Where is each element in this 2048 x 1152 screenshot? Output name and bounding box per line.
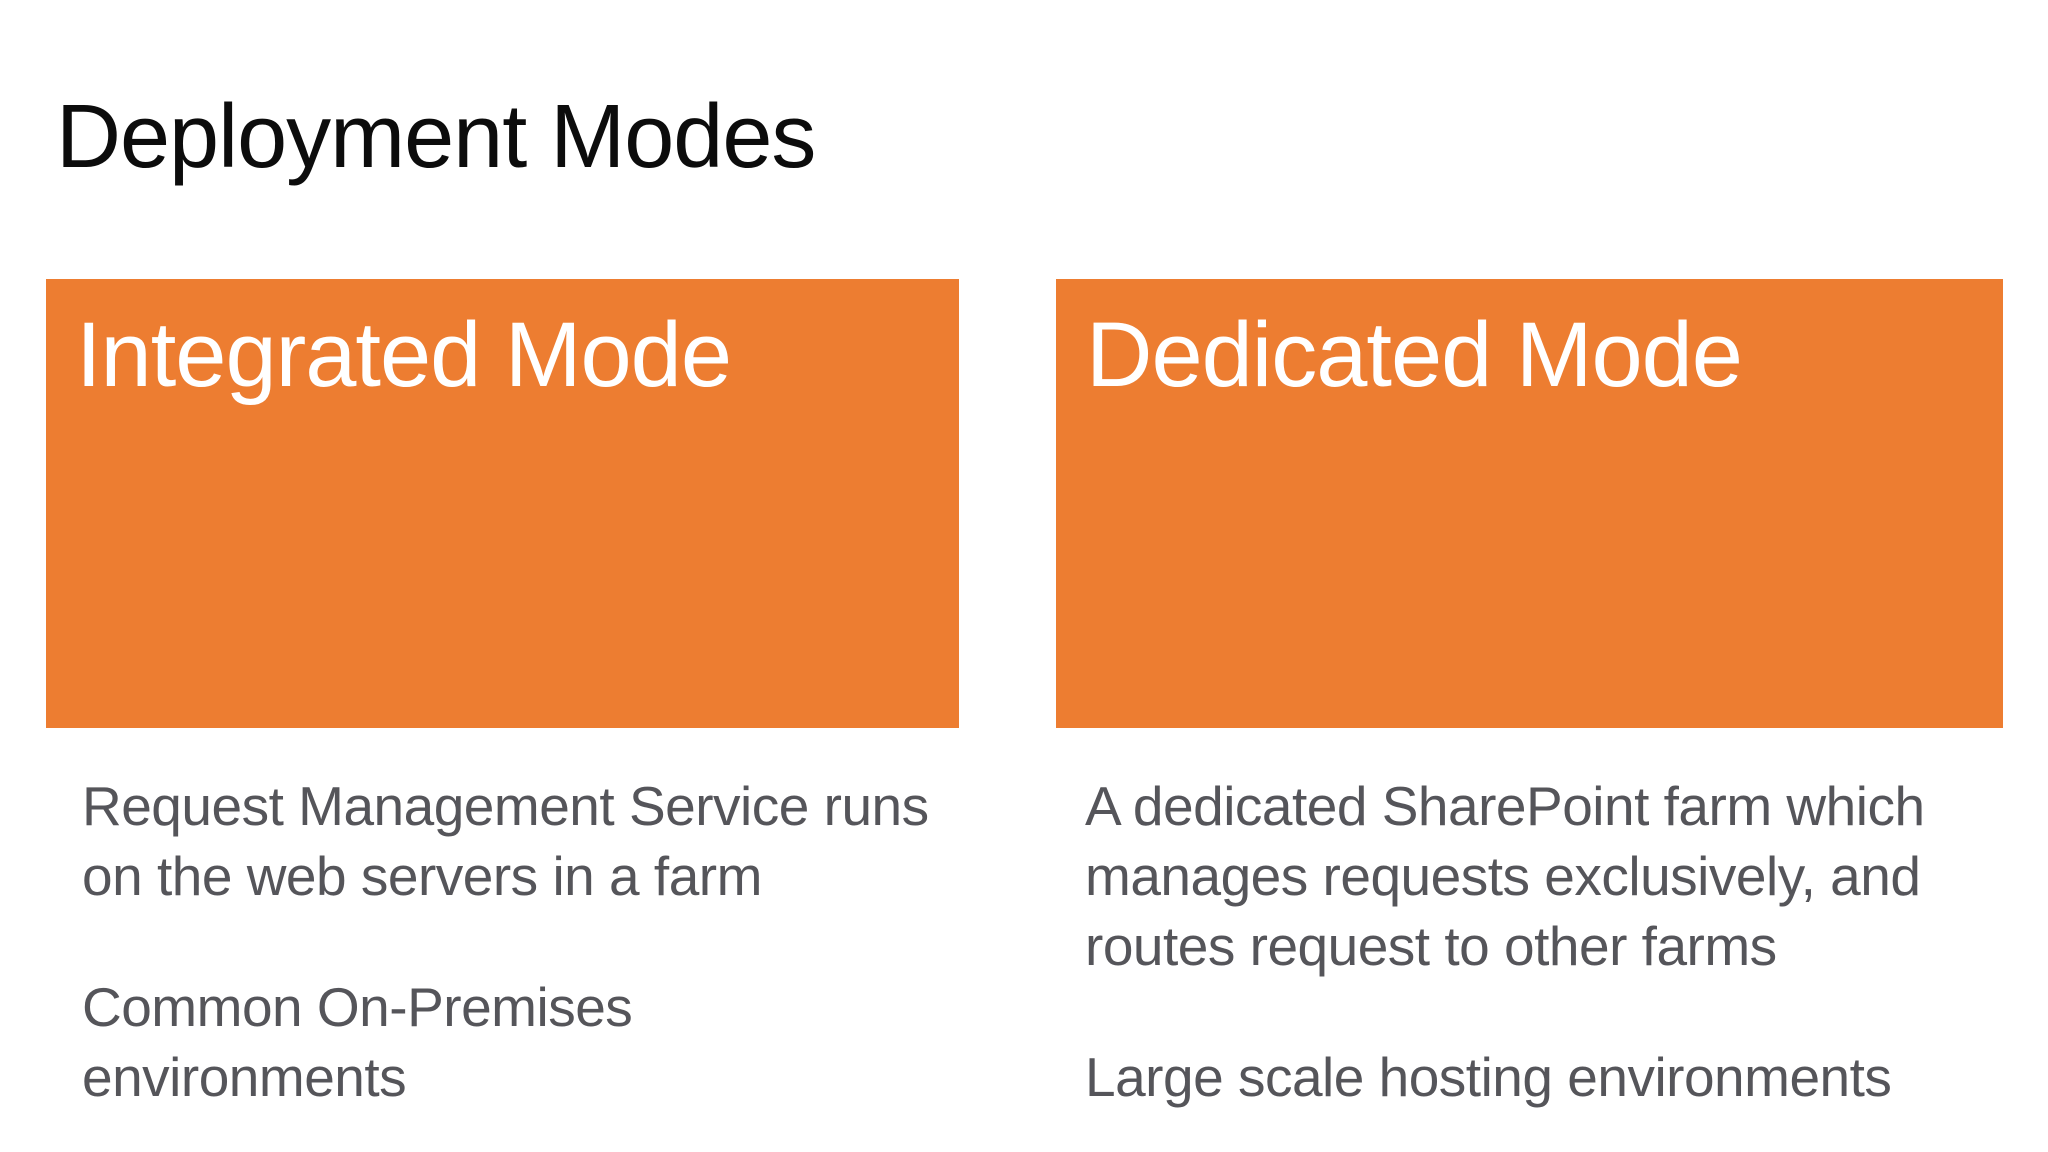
integrated-footer-text: Common On-Premises environments	[82, 976, 633, 1108]
dedicated-body-text: A dedicated SharePoint farm which manage…	[1085, 775, 1925, 977]
dedicated-mode-box: Dedicated Mode	[1056, 279, 2003, 728]
integrated-mode-header: Integrated Mode	[76, 304, 732, 406]
dedicated-footer-text: Large scale hosting environments	[1085, 1046, 1892, 1108]
dedicated-mode-header: Dedicated Mode	[1086, 304, 1743, 406]
dedicated-mode-description: A dedicated SharePoint farm which manage…	[1085, 771, 2020, 1112]
slide-title: Deployment Modes	[56, 87, 816, 187]
integrated-body-text: Request Management Service runs on the w…	[82, 775, 929, 907]
integrated-mode-description: Request Management Service runs on the w…	[82, 771, 992, 1112]
integrated-mode-box: Integrated Mode	[46, 279, 959, 728]
